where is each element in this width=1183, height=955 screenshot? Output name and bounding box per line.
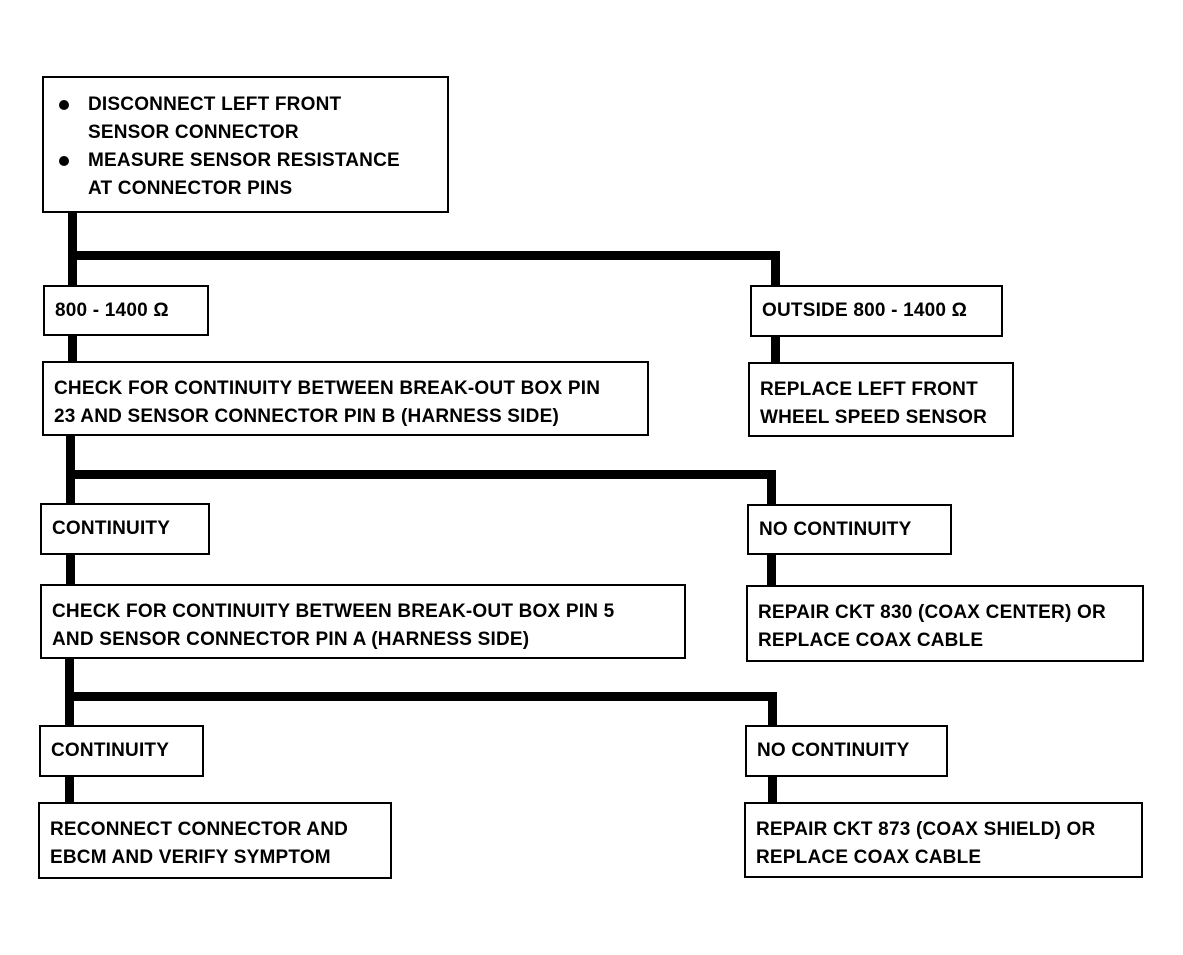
connector-line: [771, 251, 780, 286]
step-line: REPLACE COAX CABLE: [756, 847, 982, 868]
repair-ckt830-box: REPAIR CKT 830 (COAX CENTER) OR REPLACE …: [746, 585, 1144, 662]
replace-sensor-box: REPLACE LEFT FRONT WHEEL SPEED SENSOR: [748, 362, 1014, 437]
connector-line: [66, 435, 75, 504]
step-line: AND SENSOR CONNECTOR PIN A (HARNESS SIDE…: [52, 629, 530, 650]
result-label: OUTSIDE 800 - 1400 Ω: [762, 300, 968, 321]
connector-line: [68, 212, 77, 286]
result-continuity-box: CONTINUITY: [40, 503, 210, 555]
result-label: CONTINUITY: [52, 518, 171, 539]
connector-line: [66, 470, 776, 479]
connector-line: [768, 692, 777, 726]
step-line: REPLACE COAX CABLE: [758, 630, 984, 651]
result-label: CONTINUITY: [51, 740, 170, 761]
result-label: NO CONTINUITY: [759, 518, 912, 540]
result-no-continuity-box: NO CONTINUITY: [745, 725, 948, 777]
connector-line: [65, 692, 777, 701]
connector-line: [767, 554, 776, 586]
reconnect-verify-box: RECONNECT CONNECTOR AND EBCM AND VERIFY …: [38, 802, 392, 879]
bullet-icon: [59, 156, 69, 166]
step-line: REPAIR CKT 873 (COAX SHIELD) OR: [756, 819, 1096, 840]
connector-line: [771, 336, 780, 363]
instruction-item: MEASURE SENSOR RESISTANCE AT CONNECTOR P…: [44, 147, 400, 203]
step-line: 23 AND SENSOR CONNECTOR PIN B (HARNESS S…: [54, 406, 559, 427]
check-pin5-box: CHECK FOR CONTINUITY BETWEEN BREAK-OUT B…: [40, 584, 686, 659]
result-in-range-box: 800 - 1400 Ω: [43, 285, 209, 336]
connector-line: [65, 776, 74, 803]
connector-line: [68, 334, 77, 362]
result-no-continuity-box: NO CONTINUITY: [747, 504, 952, 555]
connector-line: [767, 470, 776, 505]
check-pin23-box: CHECK FOR CONTINUITY BETWEEN BREAK-OUT B…: [42, 361, 649, 436]
step-line: CHECK FOR CONTINUITY BETWEEN BREAK-OUT B…: [52, 601, 615, 622]
instruction-line: MEASURE SENSOR RESISTANCE: [88, 150, 400, 171]
step-line: REPAIR CKT 830 (COAX CENTER) OR: [758, 602, 1106, 623]
instruction-item: DISCONNECT LEFT FRONT SENSOR CONNECTOR: [44, 91, 400, 147]
step-line: REPLACE LEFT FRONT: [760, 379, 978, 400]
step-line: RECONNECT CONNECTOR AND: [50, 819, 349, 840]
step-line: WHEEL SPEED SENSOR: [760, 407, 988, 428]
connector-line: [68, 251, 780, 260]
instruction-line: AT CONNECTOR PINS: [88, 178, 293, 199]
connector-line: [66, 554, 75, 585]
instruction-line: SENSOR CONNECTOR: [88, 122, 299, 143]
bullet-icon: [59, 100, 69, 110]
step-line: CHECK FOR CONTINUITY BETWEEN BREAK-OUT B…: [54, 378, 601, 399]
start-instructions-box: DISCONNECT LEFT FRONT SENSOR CONNECTOR M…: [42, 76, 449, 213]
step-line: EBCM AND VERIFY SYMPTOM: [50, 847, 331, 868]
repair-ckt873-box: REPAIR CKT 873 (COAX SHIELD) OR REPLACE …: [744, 802, 1143, 878]
result-continuity-box: CONTINUITY: [39, 725, 204, 777]
connector-line: [768, 776, 777, 803]
result-label: 800 - 1400 Ω: [55, 299, 169, 321]
result-out-of-range-box: OUTSIDE 800 - 1400 Ω: [750, 285, 1003, 337]
result-label: NO CONTINUITY: [757, 740, 910, 761]
instruction-line: DISCONNECT LEFT FRONT: [88, 94, 342, 115]
